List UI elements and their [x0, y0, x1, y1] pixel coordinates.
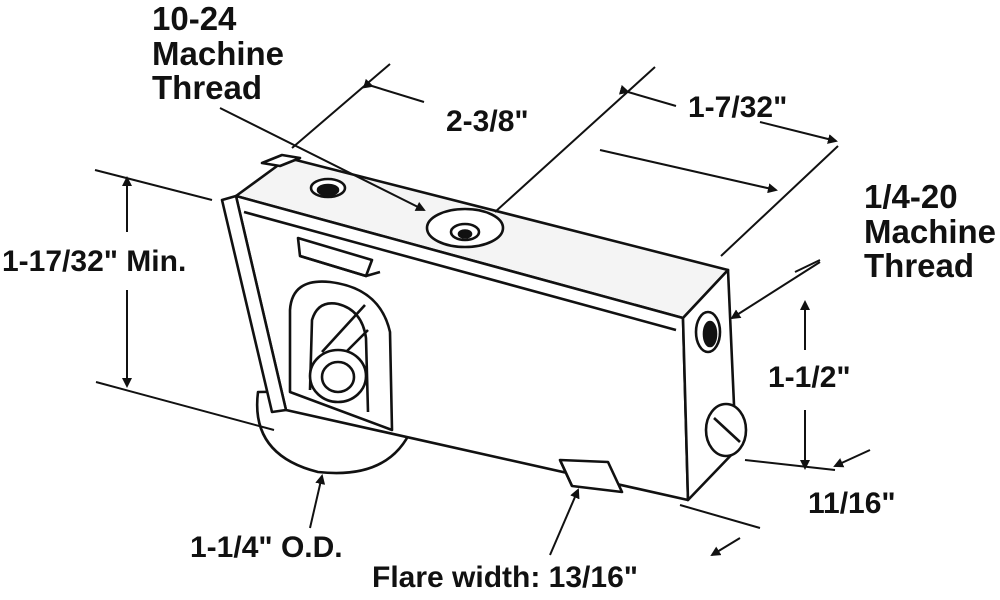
axle-hub-inner [320, 360, 356, 394]
dim-overall-length: 2-3/8" [446, 105, 529, 138]
adjust-screw-slot [713, 417, 741, 443]
dimension-lines [94, 63, 871, 557]
top-tab [260, 153, 302, 168]
label-1-4-20-machine-thread: 1/4-20 Machine Thread [864, 178, 997, 285]
top-hole-inner [316, 183, 340, 197]
flare-tab-edge [558, 459, 574, 487]
roller-body [220, 153, 748, 502]
label-1-4-20-line-3: Thread [864, 247, 975, 285]
label-1-4-20-line-1: 1/4-20 [864, 178, 958, 215]
label-10-24-machine-thread: 10-24 Machine Thread [152, 0, 285, 107]
dim-wheel-od: 1-1/4" O.D. [190, 531, 343, 564]
top-bevel [243, 210, 677, 332]
flange [220, 194, 288, 414]
dim-flare-width: Flare width: 13/16" [372, 561, 638, 594]
front-tab-edge [299, 254, 381, 278]
dim-body-depth: 11/16" [808, 487, 896, 520]
countersunk-core [457, 229, 473, 239]
dim-top-depth: 1-7/32" [688, 91, 788, 124]
label-10-24-line-1: 10-24 [152, 0, 237, 37]
label-10-24-line-3: Thread [152, 69, 263, 107]
dim-body-height: 1-1/2" [768, 361, 851, 394]
label-10-24-line-2: Machine [152, 34, 285, 72]
dim-min-height: 1-17/32" Min. [2, 245, 187, 278]
end-hole-inner [702, 320, 718, 348]
axle-slot-inner [308, 302, 370, 413]
label-1-4-20-line-2: Machine [864, 212, 997, 250]
slot-hatch [321, 304, 366, 353]
